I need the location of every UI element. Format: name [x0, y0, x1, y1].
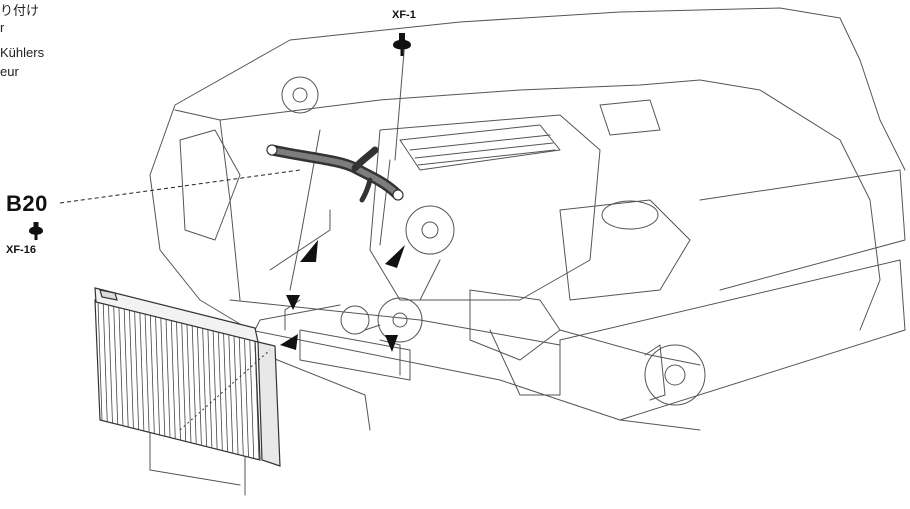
accessory-belt	[364, 259, 441, 331]
caption-line-1: り付け	[0, 3, 40, 18]
radiator-fin	[144, 313, 150, 433]
guide-line-6	[394, 39, 406, 161]
guide-line-5	[289, 129, 321, 291]
radiator-fin	[228, 335, 234, 454]
arrow-icon-1	[300, 240, 318, 262]
radiator-fin	[191, 325, 197, 445]
radiator-fin	[102, 303, 108, 422]
radiator-fin	[233, 336, 239, 455]
radiator-side-tank-right	[257, 341, 281, 467]
intake-pipe	[469, 289, 561, 361]
radiator-drop-left	[149, 429, 241, 486]
headlight-left	[179, 129, 241, 241]
air-box	[559, 199, 691, 301]
wheel-hub-center	[664, 364, 686, 386]
guide-line-4	[379, 159, 391, 246]
engine-block	[369, 114, 601, 301]
radiator-fin	[139, 312, 145, 431]
arrow-icon-4	[280, 334, 298, 350]
radiator-lower-bracket	[379, 339, 401, 376]
radiator-core-fins	[97, 301, 260, 461]
part-label-b20: B20	[6, 191, 48, 216]
radiator	[94, 287, 281, 467]
pulley-middle-hub	[392, 312, 408, 328]
caption-line-4: eur	[0, 64, 19, 79]
radiator-fin	[212, 331, 218, 450]
radiator-fin	[186, 324, 192, 443]
strut-tower-left-inner	[292, 87, 308, 103]
radiator-fin	[244, 339, 249, 458]
pulley-upper	[405, 205, 455, 255]
exhaust-pipe-lower	[489, 329, 561, 396]
radiator-fin	[217, 332, 223, 451]
radiator-fin	[113, 305, 119, 425]
radiator-fin	[202, 328, 208, 447]
wheel-hub	[644, 344, 706, 406]
cam-cover-rib-2	[414, 142, 554, 159]
arrow-icon-3	[286, 295, 300, 310]
caption-line-3: Kühlers	[0, 45, 45, 60]
radiator-fin	[238, 337, 244, 457]
front-crossmember	[249, 329, 701, 431]
radiator-fin	[181, 323, 187, 442]
pulley-lower	[340, 305, 370, 335]
fastener-label-xf-16: XF-16	[6, 244, 36, 256]
cam-cover-rib-3	[417, 149, 556, 166]
fluid-reservoir	[599, 99, 661, 136]
air-filter-cap	[601, 200, 659, 230]
pulley-upper-hub	[421, 221, 439, 239]
arrow-icon-5	[385, 335, 398, 352]
radiator-fin	[254, 341, 260, 461]
strut-tower-left	[281, 76, 319, 114]
chassis-rail-right	[699, 169, 906, 291]
callout-line-radiator	[179, 349, 271, 431]
chassis-rail-lower	[559, 259, 906, 421]
caption-line-2: r	[0, 20, 5, 35]
fastener-label-xf-1: XF-1	[392, 9, 416, 21]
radiator-fin	[134, 311, 140, 430]
radiator-fin	[97, 301, 103, 421]
inner-fender-left	[174, 109, 241, 301]
radiator-fin	[118, 307, 124, 426]
upper-radiator-hose	[266, 144, 404, 203]
radiator-fin	[108, 304, 113, 423]
radiator-fin	[160, 317, 166, 437]
hose-clamps	[266, 144, 404, 201]
radiator-fin	[155, 316, 160, 435]
fastener-xf-16-icon	[29, 222, 43, 240]
firewall	[219, 79, 701, 121]
pulley-middle	[377, 297, 423, 343]
radiator-fin	[149, 315, 155, 434]
arrow-icon-2	[385, 245, 405, 268]
radiator-fin	[170, 320, 176, 439]
radiator-bracket-line	[264, 354, 371, 431]
radiator-fin	[129, 309, 134, 429]
radiator-fin	[176, 321, 181, 441]
radiator-fin	[223, 333, 228, 453]
radiator-fin	[249, 340, 255, 459]
direction-arrows	[280, 240, 405, 352]
radiator-fin	[207, 329, 213, 449]
brake-caliper	[644, 344, 666, 401]
fastener-xf-1-icon	[393, 33, 411, 56]
callout-line-b20	[59, 169, 301, 204]
car-body-left-side	[149, 174, 251, 331]
radiator-lower-support	[299, 329, 411, 381]
control-arm	[559, 329, 701, 366]
radiator-fin	[165, 319, 171, 438]
car-body-outline	[149, 7, 906, 176]
radiator-fin	[123, 308, 129, 427]
radiator-fin	[197, 327, 202, 446]
guide-line-1	[269, 209, 331, 271]
radiator-filler-neck	[99, 289, 118, 301]
cam-cover-rib-1	[409, 134, 551, 151]
cam-cover	[399, 124, 561, 171]
fender-right	[699, 79, 881, 331]
